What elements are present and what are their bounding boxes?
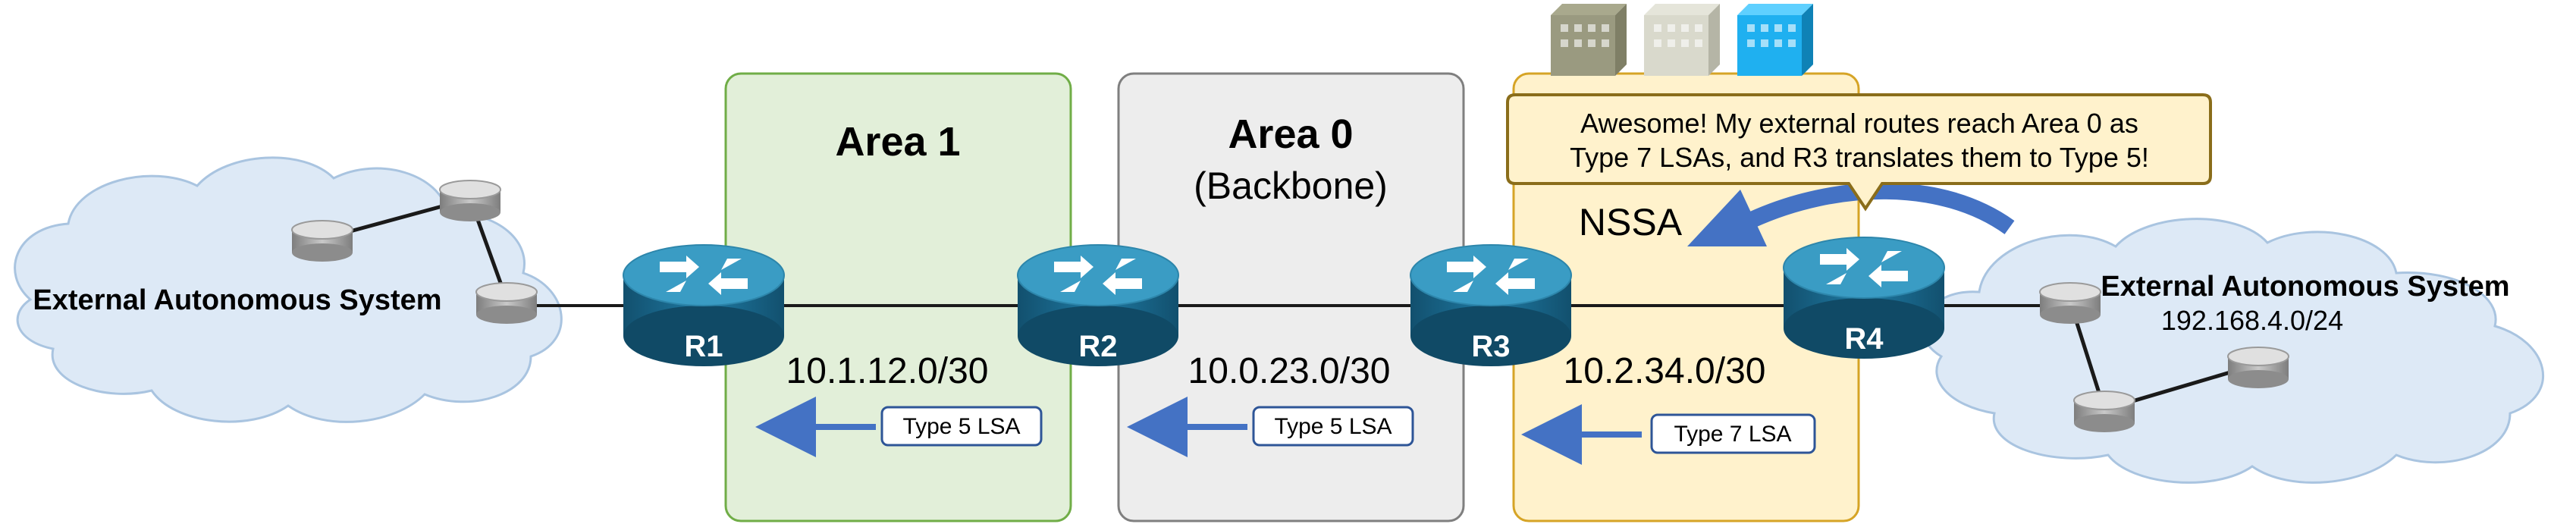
lsa-badge-area1 [880, 406, 1043, 447]
link-r3-r4-subnet: 10.2.34.0/30 [1564, 351, 1766, 391]
router-arrows-icon [660, 256, 748, 295]
lsa-label-area0: Type 5 LSA [1274, 414, 1392, 439]
router-arrows-icon [1054, 256, 1142, 295]
small-router-icon [291, 220, 353, 262]
curved-arrow-icon [1748, 182, 2015, 234]
lsa-label-area1: Type 5 LSA [902, 414, 1020, 439]
router-r2[interactable]: R2 [1017, 244, 1179, 366]
router-label: R1 [684, 330, 723, 363]
router-label: R3 [1471, 330, 1510, 363]
lsa-badge-nssa [1650, 413, 1816, 454]
small-router-icon [475, 282, 538, 324]
area-0-subtitle: (Backbone) [1194, 165, 1388, 207]
nssa-title: NSSA [1579, 201, 1683, 243]
right-cloud-subnet: 192.168.4.0/24 [2161, 305, 2343, 336]
small-router-icon [2227, 347, 2289, 388]
lsa-label-nssa: Type 7 LSA [1674, 422, 1791, 447]
link-r2-r3-subnet: 10.0.23.0/30 [1188, 351, 1391, 391]
small-router-icon [2039, 282, 2101, 324]
router-arrows-icon [1820, 248, 1908, 287]
callout-line-2: Type 7 LSAs, and R3 translates them to T… [1570, 142, 2149, 173]
buildings-icon [1551, 4, 1813, 76]
callout-line-1: Awesome! My external routes reach Area 0… [1580, 108, 2138, 139]
router-r1[interactable]: R1 [623, 244, 785, 366]
area-0-title: Area 0 [1228, 111, 1353, 157]
area-1-title: Area 1 [835, 119, 960, 165]
router-label: R2 [1078, 330, 1117, 363]
speech-callout: Awesome! My external routes reach Area 0… [1506, 93, 2212, 212]
router-r3[interactable]: R3 [1410, 244, 1572, 366]
router-arrows-icon [1447, 256, 1535, 295]
small-router-icon [439, 180, 501, 221]
left-cloud [14, 156, 563, 423]
router-label: R4 [1844, 322, 1884, 356]
left-cloud-label: External Autonomous System [33, 284, 441, 316]
cloud-shape [14, 156, 563, 423]
small-router-icon [2073, 391, 2135, 432]
router-r4[interactable]: R4 [1783, 237, 1945, 359]
lsa-badge-area0 [1252, 406, 1414, 447]
right-cloud-label: External Autonomous System [2101, 271, 2509, 303]
curved-arrowhead-icon [1687, 190, 1767, 246]
link-r1-r2-subnet: 10.1.12.0/30 [786, 351, 989, 391]
